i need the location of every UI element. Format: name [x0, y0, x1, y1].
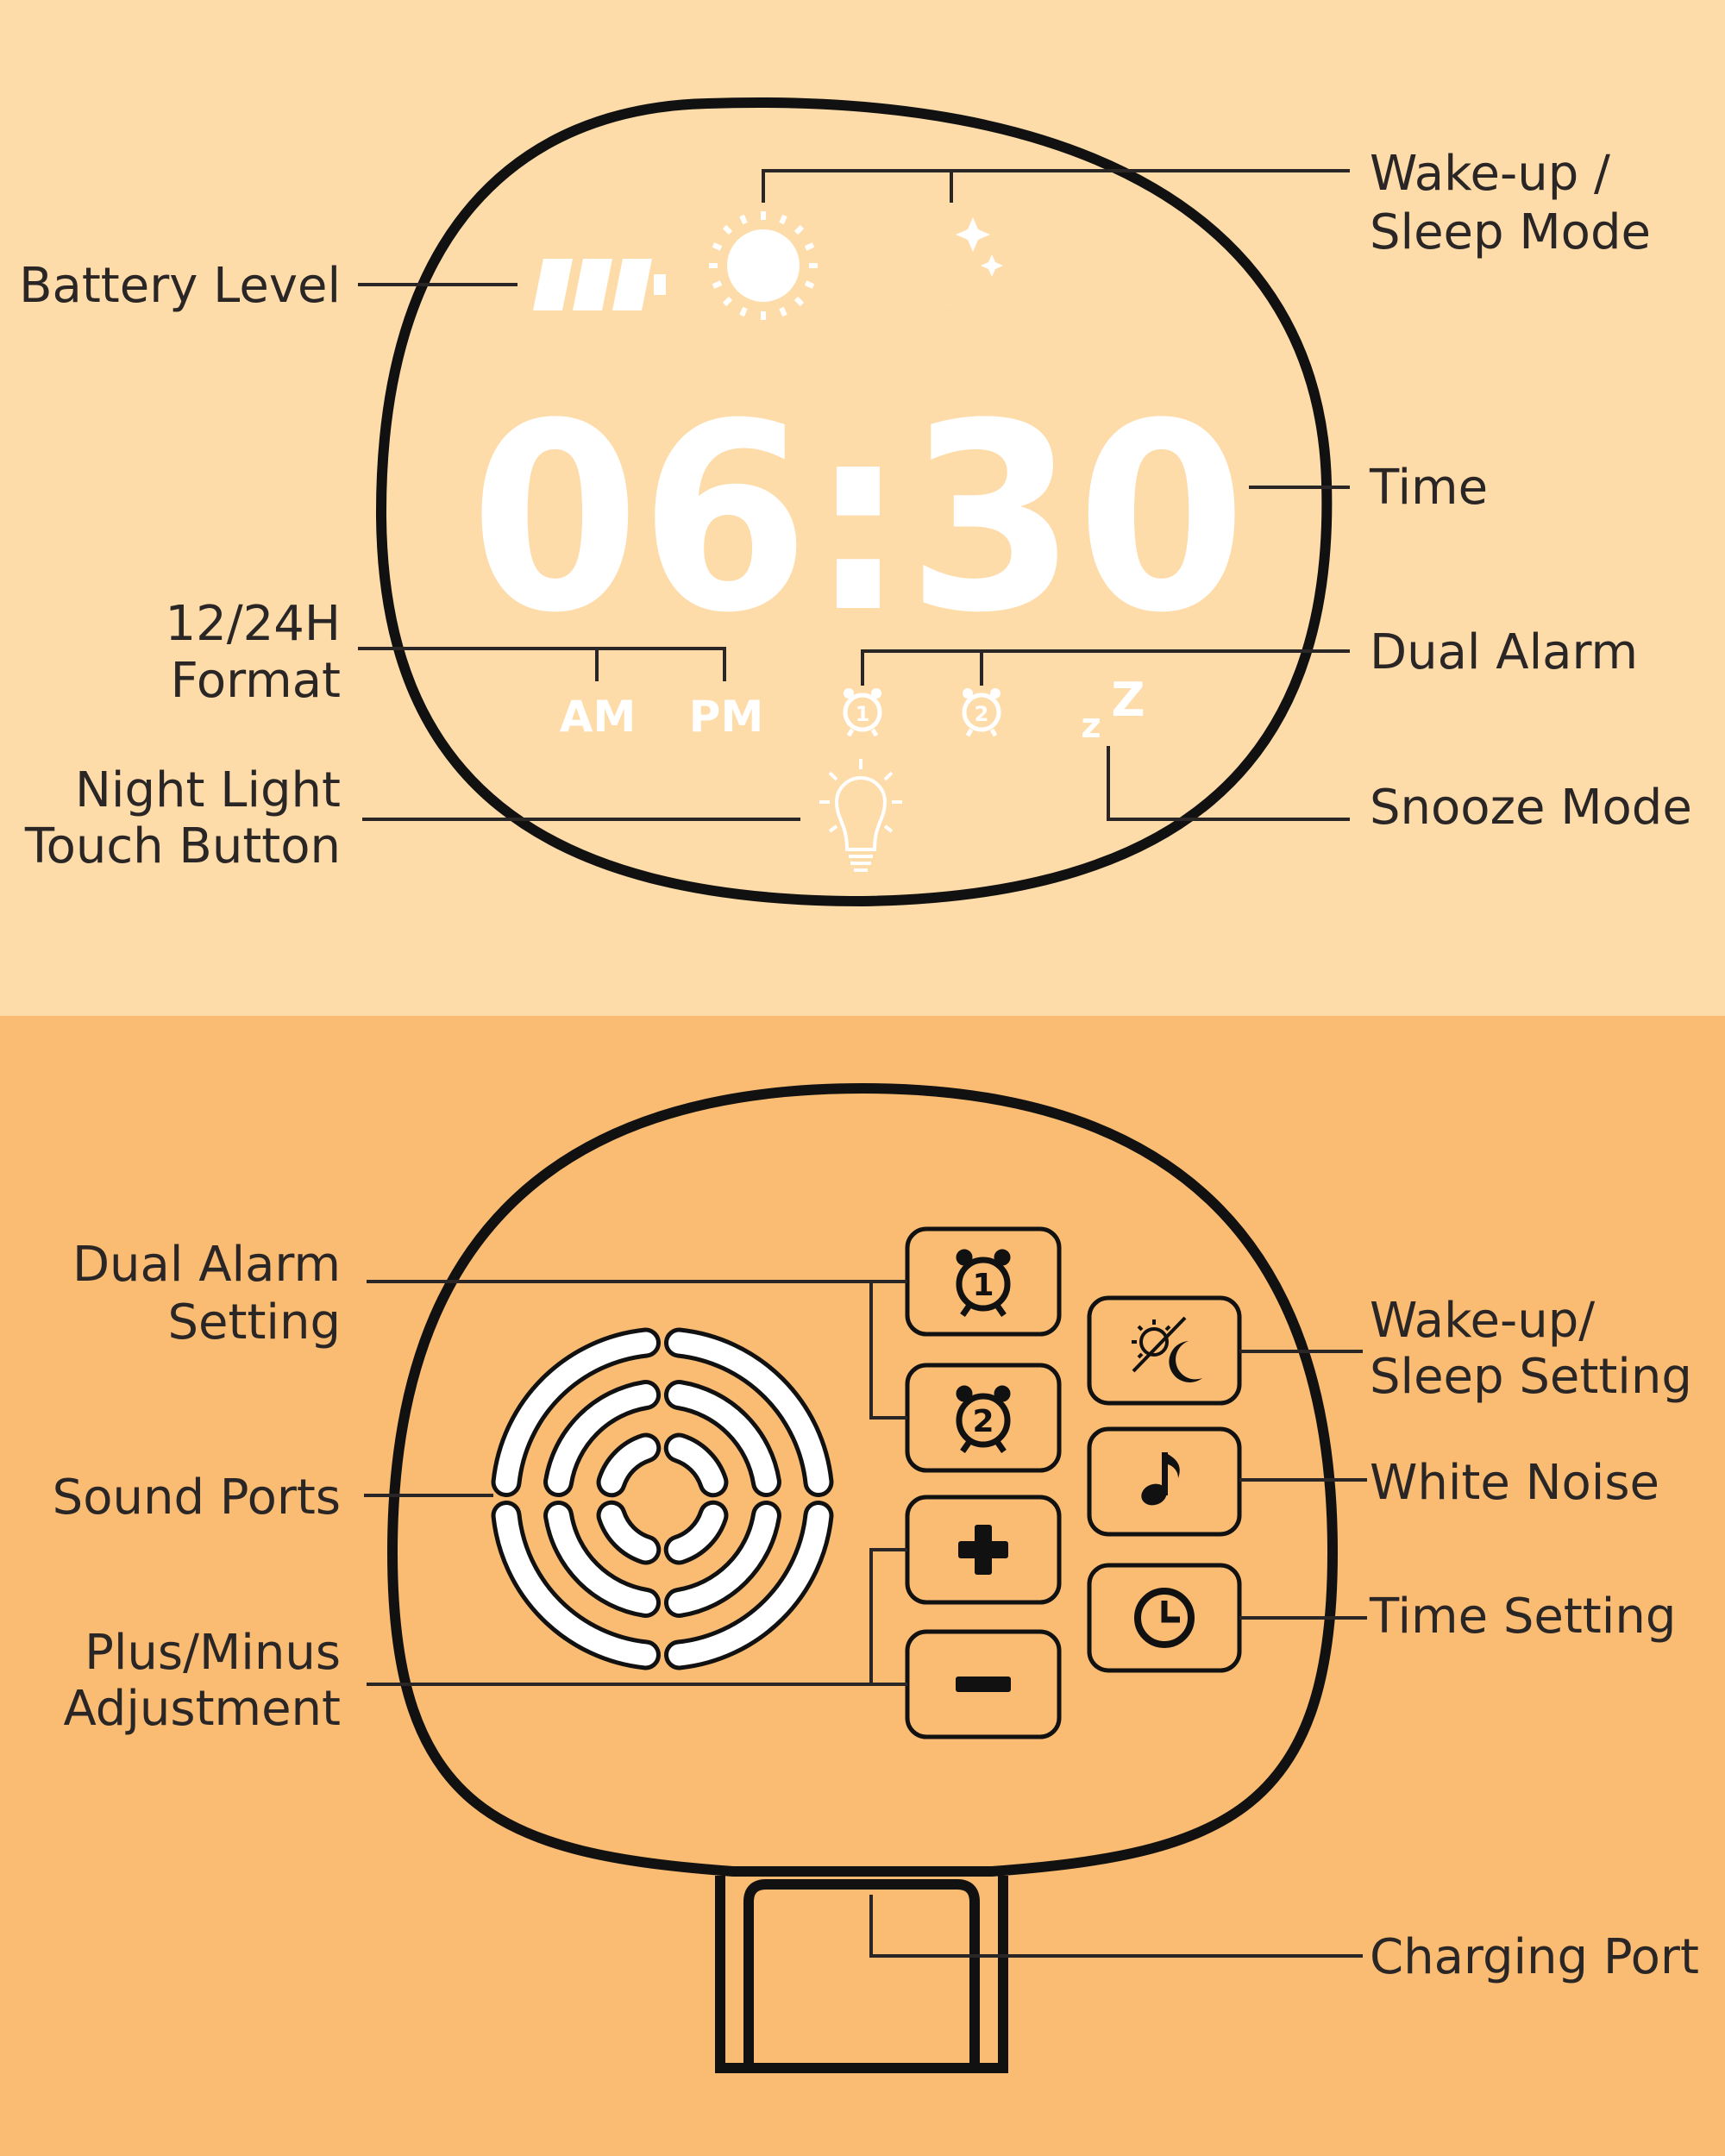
- clock-display: 06:30 AM PM 1 2: [375, 97, 1333, 907]
- label-time: Time: [1369, 460, 1488, 516]
- back-leader-lines: [364, 1280, 1367, 1958]
- clock-icon: [1134, 1588, 1195, 1648]
- alarm-clock-icon: [956, 1385, 1011, 1454]
- sound-port-slot: [664, 1327, 834, 1497]
- label-format-line2: Format: [171, 653, 341, 709]
- sound-port-slot: [491, 1501, 661, 1670]
- label-snooze-mode: Snooze Mode: [1370, 780, 1692, 836]
- sound-port-slot: [664, 1501, 834, 1670]
- lightbulb-icon: [819, 759, 902, 872]
- sun-moon-icon: [1132, 1316, 1202, 1382]
- label-sound-ports: Sound Ports: [53, 1470, 341, 1526]
- snooze-big-z: Z: [1111, 673, 1145, 727]
- label-white-noise: White Noise: [1370, 1455, 1659, 1511]
- display-screen: [375, 97, 1333, 907]
- back-labels: Dual Alarm Setting Sound Ports Plus/Minu…: [53, 1237, 1699, 1985]
- label-plus-minus-line1: Plus/Minus: [85, 1625, 341, 1681]
- plus-icon: [958, 1525, 1008, 1575]
- sound-port-slot: [596, 1432, 662, 1498]
- label-dual-alarm-setting-line1: Dual Alarm: [72, 1237, 341, 1293]
- label-night-light-line2: Touch Button: [24, 818, 341, 874]
- alarm-2-indicator: 2: [962, 688, 1001, 737]
- label-night-light-line1: Night Light: [75, 762, 341, 818]
- charging-port[interactable]: [715, 1876, 1008, 2073]
- label-dual-alarm-setting-line2: Setting: [167, 1294, 341, 1351]
- sound-port-slot: [543, 1500, 662, 1618]
- sun-icon: [709, 211, 818, 320]
- label-charging-port: Charging Port: [1370, 1929, 1699, 1985]
- sound-port-slot: [491, 1327, 661, 1497]
- minus-icon: [956, 1677, 1011, 1692]
- bottom-panel-background: [0, 1016, 1725, 2156]
- alarm-1-indicator: 1: [843, 688, 882, 737]
- clock-body: [386, 1082, 1339, 1877]
- label-battery-level: Battery Level: [19, 258, 341, 314]
- music-note-icon: [1141, 1452, 1180, 1506]
- alarm-1-number: 1: [856, 702, 870, 726]
- snooze-small-z: z: [1081, 706, 1101, 746]
- time-digits: 06:30: [470, 368, 1246, 669]
- alarm-2-number: 2: [975, 702, 989, 726]
- moon-icon: [915, 217, 1003, 308]
- display-labels: Battery Level Wake-up / Sleep Mode Time …: [19, 146, 1692, 874]
- sound-port-slot: [663, 1500, 729, 1565]
- alarm-clock-icon: [843, 688, 882, 737]
- label-format-line1: 12/24H: [166, 596, 342, 652]
- clock-back: 1 2: [386, 1082, 1339, 2073]
- night-light-button[interactable]: [819, 759, 902, 872]
- am-indicator: AM: [560, 692, 636, 742]
- alarm-clock-icon: [956, 1249, 1011, 1318]
- label-wake-sleep-setting-line1: Wake-up/: [1370, 1293, 1595, 1349]
- label-plus-minus-line2: Adjustment: [63, 1681, 341, 1737]
- sound-port-slot: [663, 1500, 781, 1618]
- usb-port-icon: [743, 1879, 980, 2068]
- label-wake-sleep-mode-line2: Sleep Mode: [1370, 204, 1651, 260]
- time-readout: 06:30: [470, 368, 1246, 669]
- label-wake-sleep-mode-line1: Wake-up /: [1370, 146, 1610, 202]
- label-time-setting: Time Setting: [1369, 1589, 1676, 1645]
- alarm-1-button-number: 1: [972, 1268, 994, 1303]
- sound-ports: [491, 1327, 834, 1670]
- label-dual-alarm: Dual Alarm: [1370, 624, 1638, 680]
- sound-port-slot: [543, 1380, 662, 1498]
- wake-sleep-setting-button[interactable]: [1087, 1295, 1242, 1406]
- battery-icon: [533, 259, 666, 310]
- stand-outline: [715, 1876, 1008, 2073]
- pm-indicator: PM: [689, 692, 763, 742]
- label-wake-sleep-setting-line2: Sleep Setting: [1370, 1349, 1692, 1405]
- alarm-2-button-number: 2: [972, 1404, 994, 1439]
- display-leader-lines: [358, 169, 1350, 821]
- alarm-clock-icon: [962, 688, 1001, 737]
- sound-port-slot: [596, 1500, 662, 1565]
- speaker-grille-icon: [491, 1327, 834, 1670]
- sound-port-slot: [663, 1380, 781, 1498]
- sound-port-slot: [663, 1432, 729, 1498]
